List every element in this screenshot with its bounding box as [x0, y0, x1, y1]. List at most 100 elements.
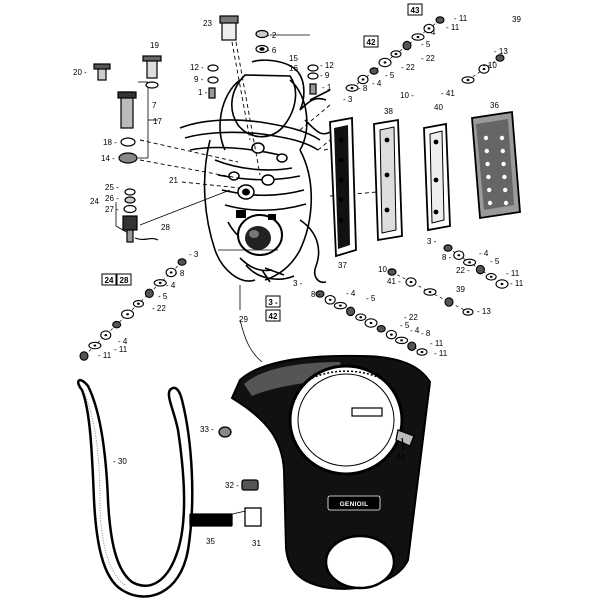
- callout-22c: - 22: [152, 304, 166, 313]
- svg-text:24: 24: [105, 276, 114, 285]
- callout-19: 19: [150, 41, 159, 50]
- bracket-hardware: [338, 137, 439, 223]
- callout-3c: 3 -: [427, 237, 437, 246]
- bracket-rivet: [338, 137, 344, 143]
- bracket-rivet: [384, 207, 390, 213]
- callout-11e: - 11: [506, 269, 520, 278]
- callout-13a: - 13: [494, 47, 508, 56]
- callout-3b: - 3: [189, 250, 199, 259]
- svg-text:42: 42: [269, 312, 278, 321]
- callout-20: 20 -: [73, 68, 87, 77]
- callout-40: 40: [434, 103, 443, 112]
- plate-hole: [501, 161, 506, 167]
- callout-5f: - 5: [400, 321, 410, 330]
- callout-26: 26 -: [105, 194, 119, 203]
- callout-10b: 10 -: [400, 91, 414, 100]
- callout-10a: - 10: [483, 61, 497, 70]
- ref-box-43-left: 28: [116, 273, 132, 286]
- callout-32: 32 -: [225, 481, 239, 490]
- callout-22e: - 22: [404, 313, 418, 322]
- svg-text:3 -: 3 -: [268, 298, 278, 307]
- callout-14: 14 -: [101, 154, 115, 163]
- bracket-rivet: [338, 157, 344, 163]
- fastener-strip-center: [315, 290, 428, 356]
- callout-5d: - 5: [490, 257, 500, 266]
- callout-25: 25 -: [105, 183, 119, 192]
- callout-3d: 3 -: [293, 279, 303, 288]
- svg-text:42: 42: [367, 38, 376, 47]
- callout-17: 17: [153, 117, 162, 126]
- gasket-30-texture: [83, 391, 127, 587]
- callout-41a: - 41: [441, 89, 455, 98]
- plate-hole: [487, 200, 493, 206]
- callout-39b: 39: [456, 285, 465, 294]
- ref-box-43-mid: 42: [265, 309, 281, 322]
- svg-text:28: 28: [120, 276, 129, 285]
- tag-brand-plate: GENIOIL: [197, 518, 226, 525]
- callout-8a: - 8: [358, 84, 368, 93]
- ref-box-42-top: 42: [363, 35, 379, 48]
- callout-4c: - 4: [166, 281, 176, 290]
- callout-12: 12 -: [190, 63, 204, 72]
- callout-30: - 30: [113, 457, 127, 466]
- callout-7: 7: [152, 101, 157, 110]
- callout-36: 36: [490, 101, 499, 110]
- callout-11f: - 11: [510, 279, 524, 288]
- callout-6: - 6: [267, 46, 277, 55]
- fastener-strip-top: [345, 16, 445, 92]
- callout-10c: 10 -: [378, 265, 392, 274]
- gauge-unit: [236, 210, 283, 256]
- bracket-rivet: [433, 209, 439, 215]
- callout-33: 33 -: [200, 425, 214, 434]
- small-parts-left: [93, 15, 319, 243]
- callout-1: 1 -: [198, 88, 208, 97]
- bracket-40: [423, 122, 451, 232]
- callout-5e: - 5: [366, 294, 376, 303]
- plate-hole: [483, 135, 489, 141]
- plate-holes: [483, 135, 509, 206]
- callout-8d: 8 -: [311, 290, 321, 299]
- callout-11d: - 11: [98, 351, 112, 360]
- callout-39a: 39: [512, 15, 521, 24]
- fastener-strip-left: [79, 258, 187, 361]
- bracket-rivet: [338, 217, 344, 223]
- plate-hole: [487, 187, 492, 193]
- callout-28: 28: [161, 223, 170, 232]
- plate-hole: [484, 148, 489, 154]
- bracket-rivet: [338, 197, 344, 203]
- bracket-38: [373, 118, 403, 242]
- bracket-rivet: [433, 177, 439, 183]
- plate-hole: [499, 135, 505, 141]
- callout-18: 18 -: [103, 138, 117, 147]
- svg-text:43: 43: [411, 6, 420, 15]
- bracket-rivet: [384, 137, 390, 143]
- callout-11b: - 11: [446, 23, 460, 32]
- callout-31: 31: [252, 539, 261, 548]
- callout-37: 37: [338, 261, 347, 270]
- callout-8c: 8 -: [442, 253, 452, 262]
- callout-38: 38: [384, 107, 393, 116]
- fastener-strip-right: [443, 244, 509, 289]
- gasket-30: [77, 379, 194, 598]
- bracket-rivet: [384, 172, 390, 178]
- callout-1b: - 1: [322, 83, 332, 92]
- plate-hole: [502, 174, 507, 180]
- perforated-plate-36: [471, 110, 521, 220]
- plate-hole: [503, 187, 508, 193]
- callout-5c: - 5: [158, 292, 168, 301]
- ref-box-42-left: 24: [101, 273, 117, 286]
- callout-11a: - 11: [454, 14, 468, 23]
- callout-2: - 2: [267, 31, 277, 40]
- callout-24: 24: [90, 197, 99, 206]
- callout-11h: - 11: [434, 349, 448, 358]
- callout-12b: - 12: [320, 61, 334, 70]
- callout-3a: - 3: [343, 95, 353, 104]
- callout-11c: - 11: [114, 345, 128, 354]
- callout-35: 35: [206, 537, 215, 546]
- callout-34: 34: [396, 452, 405, 461]
- callout-29: 29: [239, 315, 248, 324]
- plate-hole: [500, 148, 505, 154]
- callout-22b: - 22: [401, 63, 415, 72]
- bracket-37: [329, 116, 357, 258]
